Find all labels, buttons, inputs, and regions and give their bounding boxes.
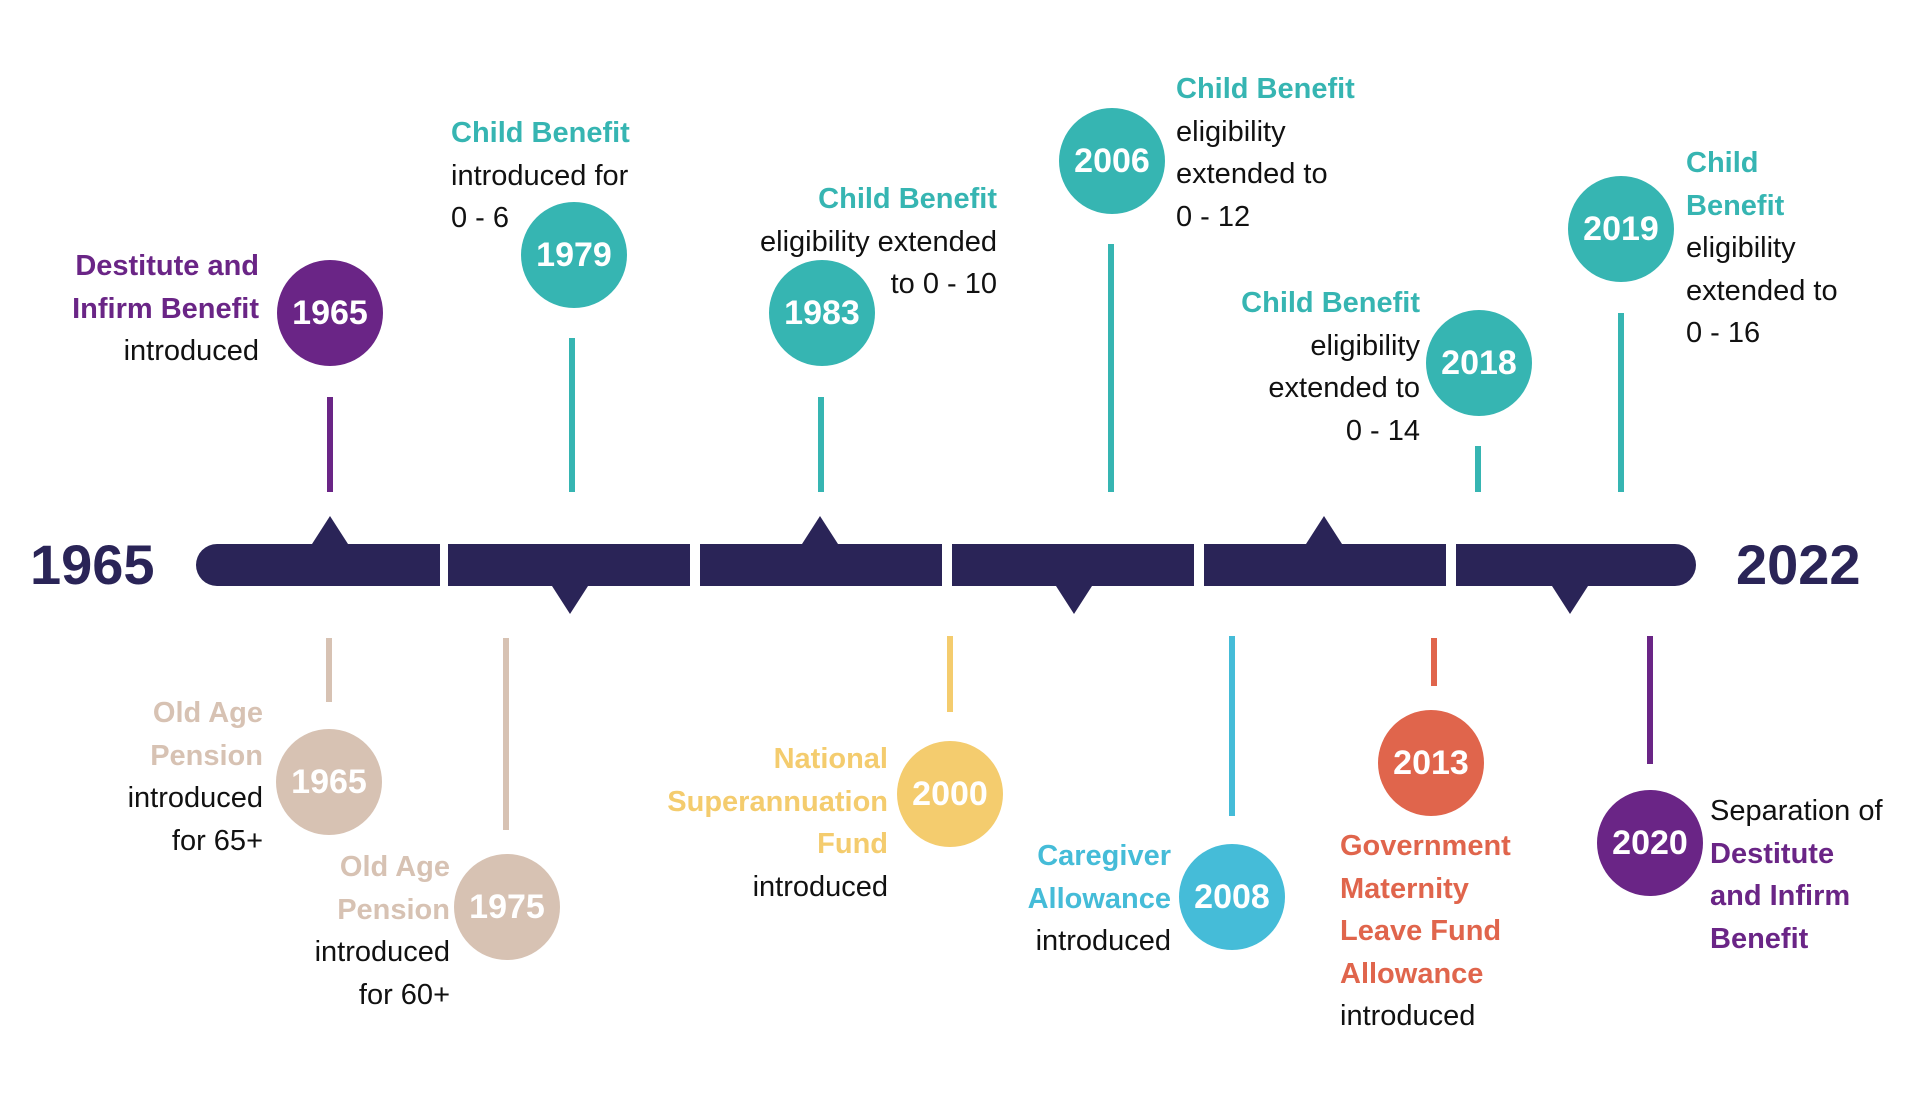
event-text: introduced for xyxy=(451,159,629,192)
event-text: extended to xyxy=(1176,158,1328,190)
notch-up xyxy=(312,516,348,544)
year-badge: 2006 xyxy=(1059,108,1165,214)
event-label: Separation of Destitute and Infirm Benef… xyxy=(1710,790,1915,960)
event-heading: Destitute and xyxy=(75,250,259,282)
year-badge: 2020 xyxy=(1597,790,1703,896)
event-label: Child Benefit introduced for 0 - 6 xyxy=(451,112,691,240)
event-label: Old Age Pension introduced for 65+ xyxy=(43,692,263,862)
event-heading: Allowance xyxy=(1027,882,1171,915)
event-text: to 0 - 10 xyxy=(890,268,997,300)
event-text: introduced xyxy=(314,936,450,968)
year-badge: 1965 xyxy=(277,260,383,366)
event-heading: Leave Fund xyxy=(1340,915,1502,947)
event-label: Child Benefit eligibility extended to 0 … xyxy=(1176,68,1396,238)
event-heading: Maternity xyxy=(1340,872,1469,905)
event-text: introduced xyxy=(123,335,259,367)
event-heading: Pension xyxy=(337,893,450,926)
event-text: introduced xyxy=(752,870,888,903)
event-heading: Child xyxy=(1686,147,1759,179)
event-label: Destitute and Infirm Benefit introduced xyxy=(19,245,259,373)
event-heading: Old Age xyxy=(339,851,450,883)
event-text: introduced xyxy=(1035,925,1171,957)
notch-up xyxy=(1306,516,1342,544)
event-stem xyxy=(1618,313,1624,492)
timeline-segment xyxy=(952,544,1194,586)
event-label: National Superannuation Fund introduced xyxy=(608,738,888,908)
event-label: Child Benefit eligibility extended to 0 … xyxy=(737,178,997,306)
year-badge: 2019 xyxy=(1568,176,1674,282)
end-year-label: 2022 xyxy=(1736,533,1861,596)
event-text: 0 - 12 xyxy=(1176,200,1251,233)
event-stem xyxy=(503,638,509,830)
event-stem xyxy=(1431,638,1437,686)
event-text: eligibility xyxy=(1686,232,1796,264)
event-heading: Caregiver xyxy=(1037,840,1171,872)
notch-down xyxy=(1552,586,1588,614)
event-heading: Pension xyxy=(150,739,263,772)
event-heading: Child Benefit xyxy=(1176,73,1355,105)
event-heading: National xyxy=(773,743,888,775)
event-stem xyxy=(1475,446,1481,492)
event-heading: Infirm Benefit xyxy=(72,292,259,325)
event-stem xyxy=(818,397,824,492)
event-heading: Old Age xyxy=(152,697,263,729)
event-text: for 65+ xyxy=(171,824,263,857)
event-text: extended to xyxy=(1686,274,1838,307)
event-label: Caregiver Allowance introduced xyxy=(951,835,1171,963)
event-text: eligibility xyxy=(1176,115,1286,148)
notch-down xyxy=(1056,586,1092,614)
timeline-segment xyxy=(700,544,942,586)
event-heading: Child Benefit xyxy=(1241,287,1420,319)
event-stem xyxy=(1108,244,1114,492)
event-heading: Allowance xyxy=(1340,957,1484,990)
event-heading: Superannuation xyxy=(667,785,888,818)
event-stem xyxy=(947,636,953,712)
event-text: introduced xyxy=(1340,1000,1476,1032)
event-stem xyxy=(327,397,333,492)
year-badge: 2018 xyxy=(1426,310,1532,416)
event-text: extended to xyxy=(1268,372,1420,404)
event-text: Separation of xyxy=(1710,795,1883,827)
event-stem xyxy=(326,638,332,702)
event-text: eligibility extended xyxy=(760,225,997,258)
start-year-label: 1965 xyxy=(30,533,155,596)
year-badge: 2013 xyxy=(1378,710,1484,816)
event-heading: Child Benefit xyxy=(818,183,997,215)
event-text: introduced xyxy=(127,782,263,814)
year-badge: 1965 xyxy=(276,729,382,835)
event-label: Government Maternity Leave Fund Allowanc… xyxy=(1340,825,1580,1038)
event-heading: Child Benefit xyxy=(451,117,630,149)
year-badge: 1983 xyxy=(769,260,875,366)
event-heading: and Infirm xyxy=(1710,880,1851,912)
timeline-segment xyxy=(1456,544,1696,586)
event-label: Child Benefit eligibility extended to 0 … xyxy=(1180,282,1420,452)
event-stem xyxy=(1647,636,1653,764)
event-label: Child Benefit eligibility extended to 0 … xyxy=(1686,142,1886,355)
year-badge: 2000 xyxy=(897,741,1003,847)
event-label: Old Age Pension introduced for 60+ xyxy=(230,846,450,1016)
timeline-segment xyxy=(1204,544,1446,586)
event-heading: Destitute xyxy=(1710,837,1835,870)
event-heading: Benefit xyxy=(1686,189,1785,222)
event-stem xyxy=(569,338,575,492)
notch-down xyxy=(552,586,588,614)
event-heading: Benefit xyxy=(1710,922,1809,955)
timeline-segment xyxy=(448,544,690,586)
timeline-segment xyxy=(196,544,440,586)
event-heading: Government xyxy=(1340,830,1511,862)
event-heading: Fund xyxy=(817,828,888,860)
event-text: for 60+ xyxy=(358,978,450,1011)
year-badge: 2008 xyxy=(1179,844,1285,950)
year-badge: 1979 xyxy=(521,202,627,308)
event-text: 0 - 14 xyxy=(1345,414,1420,447)
event-text: 0 - 16 xyxy=(1686,317,1761,349)
event-text: eligibility xyxy=(1310,329,1420,362)
notch-up xyxy=(802,516,838,544)
event-stem xyxy=(1229,636,1235,816)
event-text: 0 - 6 xyxy=(451,202,510,234)
year-badge: 1975 xyxy=(454,854,560,960)
